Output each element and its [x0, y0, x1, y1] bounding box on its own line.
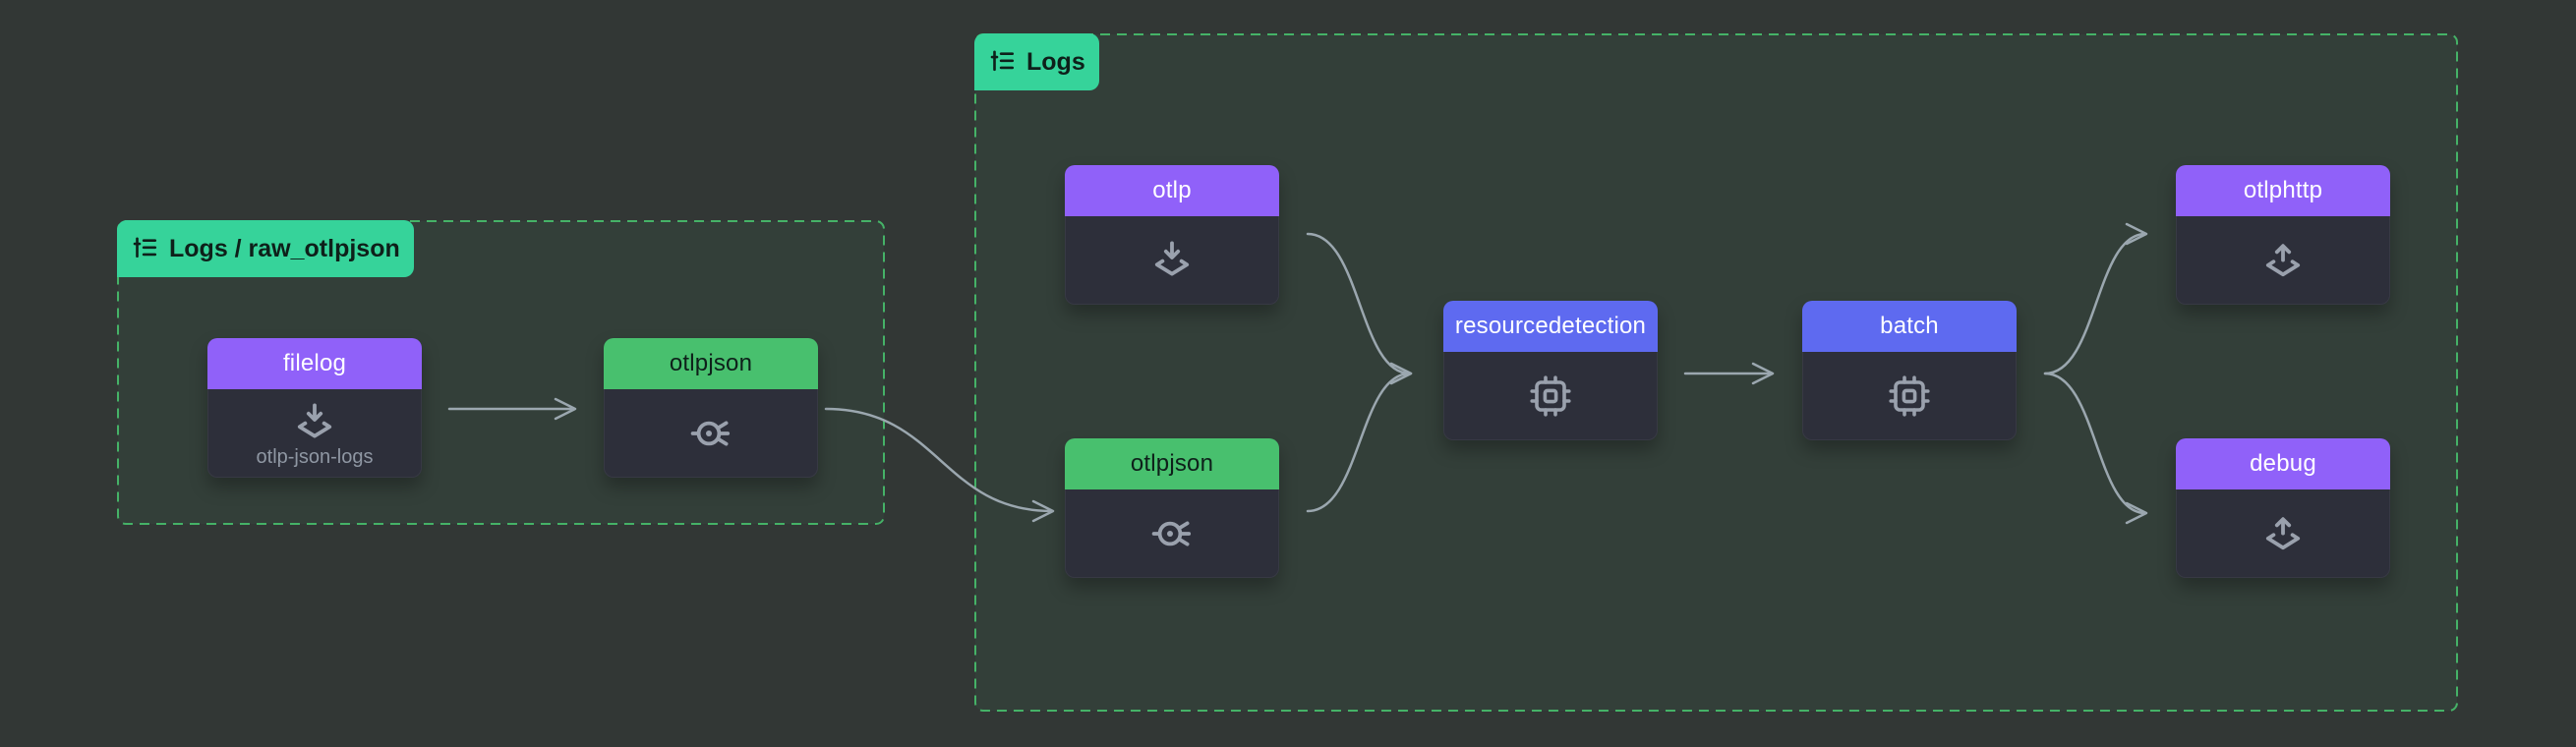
- connector-icon: [1148, 510, 1196, 557]
- processor-icon: [1886, 373, 1933, 420]
- node-body: [604, 389, 818, 478]
- logs-icon: [988, 47, 1018, 77]
- node-header: otlphttp: [2176, 165, 2390, 216]
- node-title: otlphttp: [2243, 177, 2323, 203]
- node-header: otlpjson: [604, 338, 818, 389]
- pipeline-group-badge-logs: Logs: [974, 33, 1099, 90]
- exporter-icon: [2259, 510, 2307, 557]
- node-title: filelog: [282, 350, 347, 376]
- pipeline-group-label: Logs / raw_otlpjson: [169, 234, 400, 262]
- edge-batch-to-otlphttp: [2043, 222, 2148, 375]
- pipeline-group-label: Logs: [1026, 47, 1085, 76]
- node-otlpjson-raw[interactable]: otlpjson: [604, 338, 818, 478]
- node-title: otlpjson: [1130, 450, 1214, 477]
- node-body: otlp-json-logs: [207, 389, 422, 478]
- node-otlp[interactable]: otlp: [1065, 165, 1279, 305]
- processor-icon: [1527, 373, 1574, 420]
- node-body: [1065, 216, 1279, 305]
- node-title: debug: [2250, 450, 2316, 477]
- node-otlpjson[interactable]: otlpjson: [1065, 438, 1279, 578]
- node-body: [2176, 489, 2390, 578]
- exporter-icon: [2259, 237, 2307, 284]
- node-title: otlp: [1152, 177, 1192, 203]
- edge-otlpjson-to-resourcedetection: [1306, 362, 1413, 513]
- node-title: resourcedetection: [1454, 313, 1647, 339]
- logs-icon: [131, 234, 160, 263]
- node-body: [1065, 489, 1279, 578]
- pipeline-group-badge-logs-raw-otlpjson: Logs / raw_otlpjson: [117, 220, 414, 277]
- node-header: debug: [2176, 438, 2390, 489]
- receiver-icon: [1148, 237, 1196, 284]
- node-body: [1802, 352, 2017, 440]
- node-batch[interactable]: batch: [1802, 301, 2017, 440]
- node-title: batch: [1880, 313, 1939, 339]
- edge-batch-to-debug: [2043, 372, 2148, 525]
- node-header: batch: [1802, 301, 2017, 352]
- node-debug[interactable]: debug: [2176, 438, 2390, 578]
- node-header: otlp: [1065, 165, 1279, 216]
- node-header: resourcedetection: [1443, 301, 1658, 352]
- node-subtitle: otlp-json-logs: [256, 445, 374, 468]
- edge-otlpjson-raw-to-otlpjson: [824, 407, 1055, 523]
- receiver-icon: [291, 399, 338, 446]
- node-header: filelog: [207, 338, 422, 389]
- node-header: otlpjson: [1065, 438, 1279, 489]
- connector-icon: [687, 410, 734, 457]
- node-body: [1443, 352, 1658, 440]
- node-title: otlpjson: [669, 350, 753, 376]
- node-otlphttp[interactable]: otlphttp: [2176, 165, 2390, 305]
- node-body: [2176, 216, 2390, 305]
- node-filelog[interactable]: filelog otlp-json-logs: [207, 338, 422, 478]
- node-resourcedetection[interactable]: resourcedetection: [1443, 301, 1658, 440]
